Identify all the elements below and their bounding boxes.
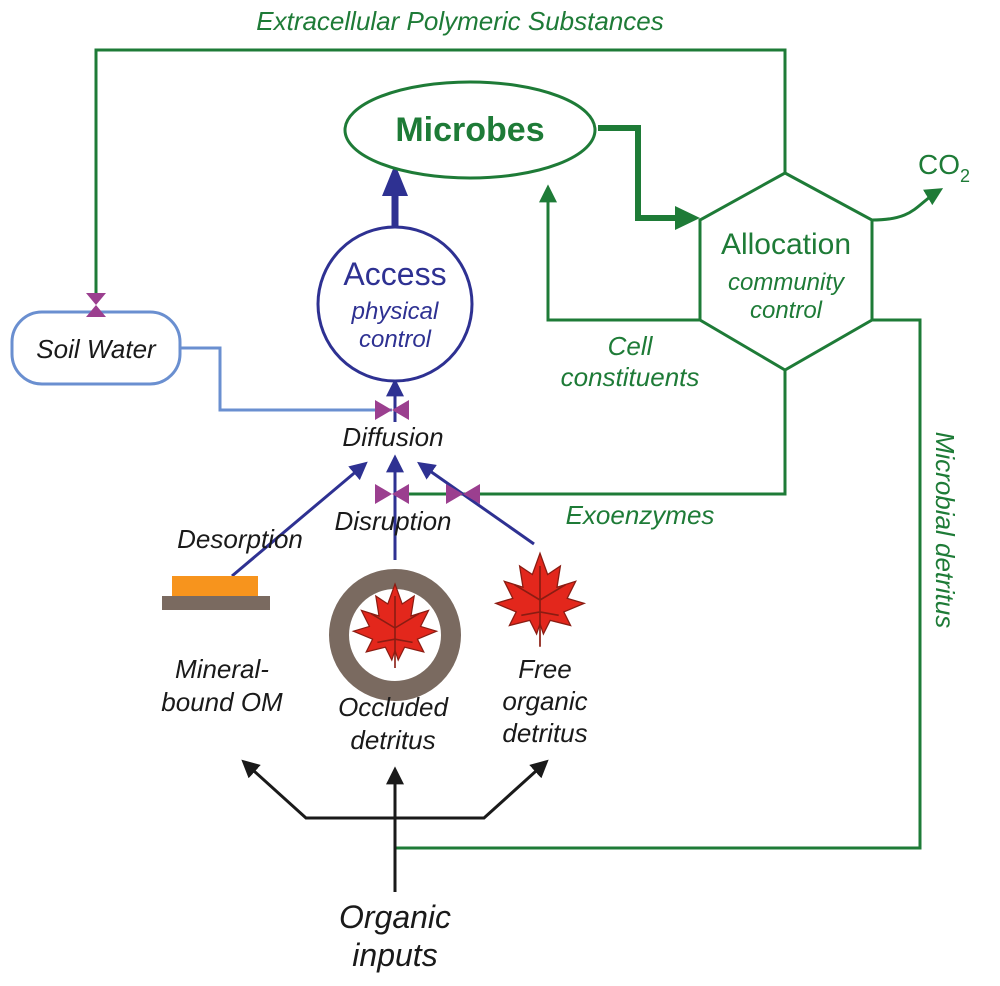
exoenzymes-line [400,370,787,496]
access-node [316,225,474,383]
allocation-label: Allocation [721,228,851,261]
eps-label: Extracellular Polymeric Substances [256,6,664,36]
mineral-bound-label-2: bound OM [161,687,283,717]
microbial-detritus-label: Microbial detritus [930,432,960,629]
occluded-label-1: Occluded [338,692,449,722]
access-to-microbes-arrowhead [382,164,408,196]
free-detritus-icon [493,551,587,647]
microbes-to-allocation-arrowhead [675,206,700,230]
blue-flows [231,378,535,578]
desorption-label: Desorption [177,524,303,554]
mineral-bound-label-1: Mineral- [175,654,269,684]
co2-flow-line [871,188,944,222]
cell-constituents-label-1: Cell [608,331,654,361]
co2-main: CO [918,149,960,180]
organic-to-free-line [395,759,549,820]
microbes-to-allocation-arrow [598,125,680,221]
allocation-community-label: community [728,269,846,296]
organic-inputs-label-2: inputs [352,937,437,973]
mineral-bound-icon [162,576,270,610]
microbes-label: Microbes [395,111,544,149]
disruption-label: Disruption [334,506,451,536]
free-detritus-label-2: organic [502,686,587,716]
soil-water-label: Soil Water [36,334,157,364]
eps-flow-line [94,48,787,298]
diffusion-valve-icon [375,400,409,420]
co2-label: CO2 [918,149,970,186]
valves [86,293,480,504]
allocation-control-label: control [750,297,823,324]
co2-subscript: 2 [960,166,970,186]
free-detritus-to-diffusion-line [417,461,535,546]
black-flows [241,759,549,892]
microbes-node [343,80,597,180]
occluded-detritus-icon [329,569,461,701]
diffusion-label: Diffusion [342,422,443,452]
green-flows [94,48,944,850]
allocation-node [698,171,874,372]
access-label: Access [343,256,446,292]
access-control-label: control [359,326,432,353]
free-detritus-label-3: detritus [502,718,587,748]
disruption-valve-icon [375,484,409,504]
desorption-to-diffusion-line [231,461,368,578]
soil-water-line [180,346,392,412]
access-physical-label: physical [351,298,439,325]
organic-inputs-label-1: Organic [339,899,451,935]
occluded-label-2: detritus [350,725,435,755]
microbial-detritus-line [395,318,922,850]
soil-water-valve-icon [86,293,106,317]
cell-constituents-label-2: constituents [561,362,700,392]
organic-to-mineral-line [241,759,395,820]
exoenzymes-label: Exoenzymes [566,500,715,530]
free-detritus-label-1: Free [518,654,571,684]
exoenzyme-valve-icon [446,484,480,504]
cell-constituents-line [539,184,700,322]
